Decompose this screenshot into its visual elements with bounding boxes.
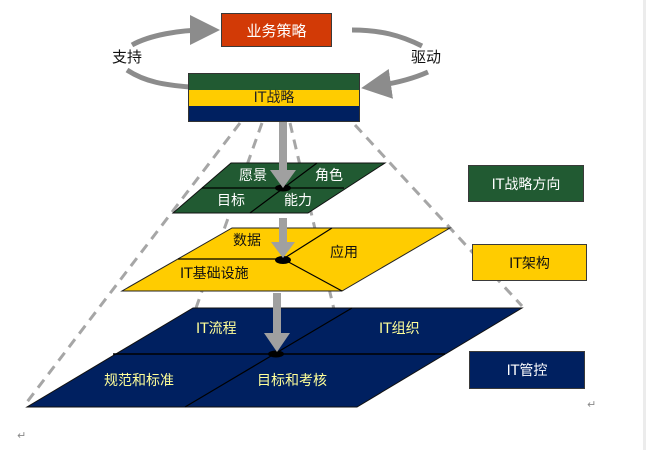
- governance-plane: [25, 307, 524, 408]
- governance-center-dot: [268, 350, 284, 358]
- cell-infrastructure: IT基础设施: [180, 266, 249, 282]
- cell-role: 角色: [315, 168, 343, 184]
- dashed-line-left-outer: [22, 122, 242, 407]
- cell-it-process: IT流程: [196, 321, 237, 337]
- down-arrow-1: [270, 122, 296, 188]
- legend-architecture-label: IT架构: [509, 255, 550, 272]
- cell-capability: 能力: [284, 193, 312, 209]
- cell-data: 数据: [233, 233, 261, 249]
- down-arrow-3: [264, 293, 290, 352]
- paragraph-mark-left: ↵: [17, 429, 27, 442]
- architecture-plane: [120, 227, 452, 292]
- drive-label: 驱动: [411, 48, 442, 66]
- cell-vision: 愿景: [239, 168, 267, 184]
- legend-governance-label: IT管控: [506, 363, 548, 379]
- support-arrow-tail: [125, 67, 191, 90]
- cell-standards: 规范和标准: [104, 373, 174, 389]
- cell-goal: 目标: [217, 193, 245, 209]
- legend-governance: IT管控: [469, 351, 585, 389]
- drive-arrow: [361, 69, 430, 99]
- legend-strategy-direction: IT战略方向: [468, 165, 584, 202]
- page-edge: [643, 0, 646, 450]
- paragraph-mark-right: ↵: [587, 398, 597, 411]
- support-arrow: [130, 15, 220, 48]
- legend-strategy-direction-label: IT战略方向: [491, 176, 561, 193]
- down-arrow-2: [271, 218, 295, 258]
- it-strategy-label: IT战略: [253, 90, 295, 106]
- cell-it-organization: IT组织: [379, 321, 420, 337]
- architecture-center-dot: [275, 256, 291, 264]
- cell-application: 应用: [330, 245, 358, 261]
- support-label: 支持: [112, 48, 143, 66]
- it-strategy-box: IT战略: [188, 73, 360, 122]
- drive-arrow-tail: [351, 27, 424, 49]
- business-strategy-label: 业务策略: [246, 21, 307, 40]
- legend-architecture: IT架构: [472, 244, 587, 281]
- business-strategy-box: 业务策略: [221, 13, 332, 47]
- cell-targets-assessment: 目标和考核: [257, 373, 327, 389]
